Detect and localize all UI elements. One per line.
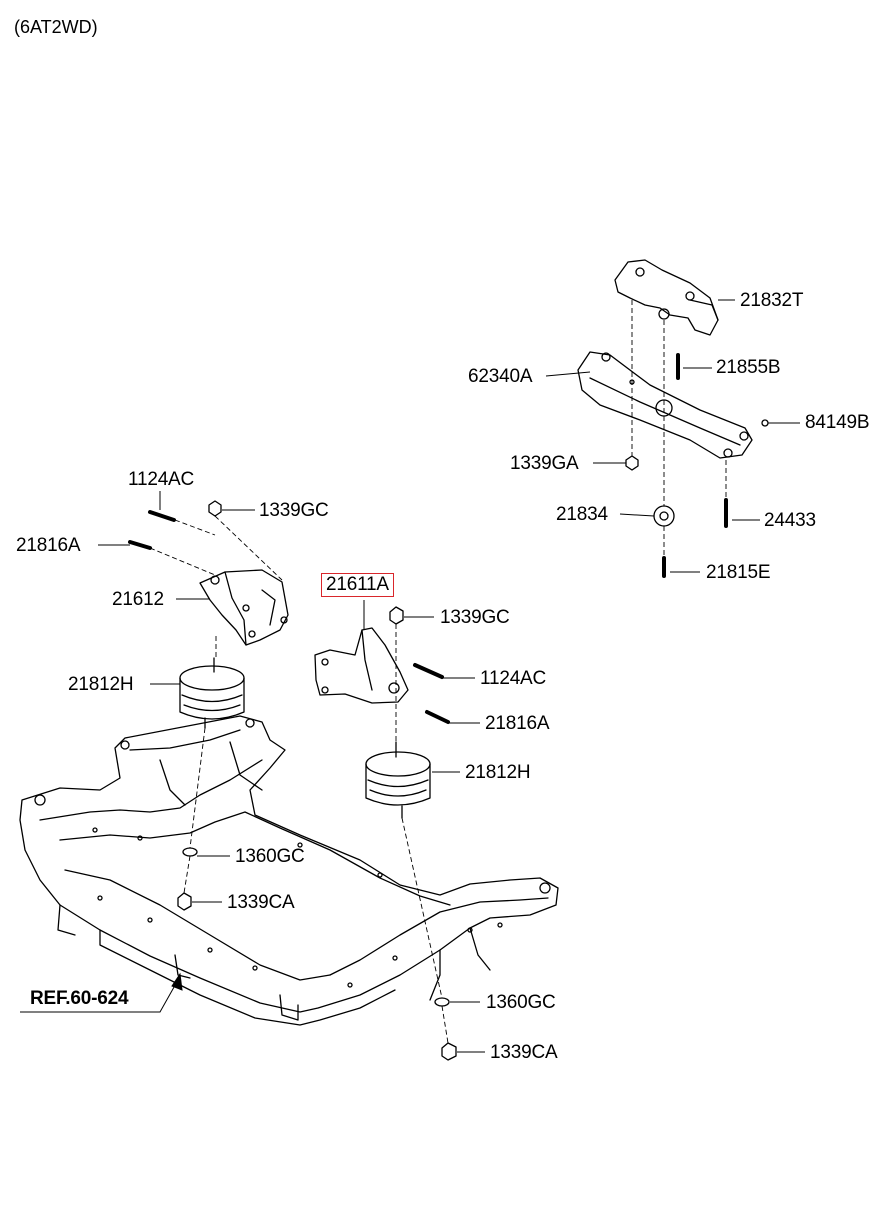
part-label-21812H-right[interactable]: 21812H	[465, 762, 531, 783]
part-label-84149B[interactable]: 84149B	[805, 412, 870, 433]
part-label-21611A-highlighted[interactable]: 21611A	[321, 573, 394, 597]
reference-link[interactable]: REF.60-624	[30, 988, 129, 1009]
part-label-1360GC-right[interactable]: 1360GC	[486, 992, 556, 1013]
part-label-21816A-left[interactable]: 21816A	[16, 535, 81, 556]
part-label-24433[interactable]: 24433	[764, 510, 816, 531]
part-label-1124AC-left[interactable]: 1124AC	[128, 469, 195, 490]
part-label-21816A-right[interactable]: 21816A	[485, 713, 550, 734]
part-label-21812H-left[interactable]: 21812H	[68, 674, 134, 695]
engine-mount-insulator-right	[365, 741, 431, 819]
hardware	[128, 353, 769, 1061]
transmission-crossmember	[577, 351, 753, 459]
part-label-1339GC-left[interactable]: 1339GC	[259, 500, 329, 521]
alignment-lines	[149, 300, 727, 1044]
engine-mount-bracket-left	[199, 569, 289, 646]
leader-lines	[20, 299, 800, 1053]
part-label-1339CA-right[interactable]: 1339CA	[490, 1042, 558, 1063]
subframe	[19, 715, 559, 1026]
part-label-1339CA-left[interactable]: 1339CA	[227, 892, 295, 913]
part-label-21855B[interactable]: 21855B	[716, 357, 781, 378]
transmission-mount-bracket	[614, 259, 719, 336]
part-label-1360GC-left[interactable]: 1360GC	[235, 846, 305, 867]
part-label-21832T[interactable]: 21832T	[740, 290, 804, 311]
part-label-21612[interactable]: 21612	[112, 589, 164, 610]
part-label-1339GC-right[interactable]: 1339GC	[440, 607, 510, 628]
variant-label: (6AT2WD)	[14, 17, 98, 37]
part-label-1339GA[interactable]: 1339GA	[510, 453, 579, 474]
engine-mount-bracket-right	[314, 627, 409, 704]
engine-mount-insulator-left	[179, 657, 245, 729]
part-label-62340A[interactable]: 62340A	[468, 366, 533, 387]
part-label-21815E[interactable]: 21815E	[706, 562, 771, 583]
part-label-21834[interactable]: 21834	[556, 504, 608, 525]
part-label-1124AC-right[interactable]: 1124AC	[480, 668, 547, 689]
